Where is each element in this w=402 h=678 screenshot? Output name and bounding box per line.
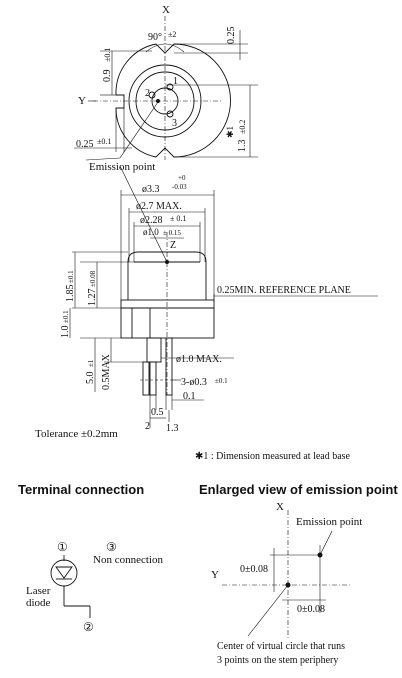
top-view-y-axis-label: Y <box>78 95 86 107</box>
dim-h127-tol: ±0.08 <box>89 270 97 287</box>
enlarged-emission-leader <box>319 530 333 556</box>
side-view: ø3.3 +0 -0.03 ø2.7 MAX. ø2.28 ± 0.1 ø1.0… <box>60 165 378 434</box>
dim-13-note: ✱1 <box>225 126 235 138</box>
dim-05-label: 0.5 <box>151 407 164 418</box>
cap-outline <box>127 251 207 300</box>
enlarged-y-label: Y <box>211 569 219 581</box>
dim-025-left-label: 0.25 <box>76 139 94 150</box>
terminal-connection: Terminal connection ① ② ③ Non connection… <box>18 482 163 634</box>
dim-h127-label: 1.27 <box>87 289 98 307</box>
terminal-3-label: ③ <box>106 540 117 554</box>
non-connection-label: Non connection <box>93 554 163 566</box>
terminal-1-label: ① <box>57 540 68 554</box>
pin-3-label: 3 <box>172 118 177 129</box>
dim-d27-label: ø2.7 MAX. <box>136 201 182 212</box>
cap-outer-circle <box>128 64 202 138</box>
dim-d33-label: ø3.3 <box>142 184 160 195</box>
footnote: ✱1 : Dimension measured at lead base <box>195 451 351 462</box>
dim-h185-tol: ±0.1 <box>67 270 75 283</box>
ref-plane-label: 0.25MIN. REFERENCE PLANE <box>217 285 351 296</box>
dim-d228-label: ø2.28 <box>140 215 163 226</box>
dim-d10-label: ø1.0 <box>143 227 159 237</box>
dim-13-side-label: 1.3 <box>166 423 179 434</box>
lead-2 <box>149 361 157 396</box>
dim-01-label: 0.1 <box>183 391 196 402</box>
stem-outline <box>115 43 231 158</box>
dim-h50-tol: ±1 <box>87 359 95 367</box>
terminal-title: Terminal connection <box>18 482 144 497</box>
dim-025-top-label: 0.25 <box>226 27 237 45</box>
dim-h10-tol: ±0.1 <box>62 310 70 323</box>
lead-1 <box>165 337 173 396</box>
enlarged-view: Enlarged view of emission point X Y 0±0.… <box>199 482 398 666</box>
emission-leader-foot <box>85 157 121 161</box>
emission-point-label: Emission point <box>89 161 155 173</box>
side-emission-leader <box>119 165 168 263</box>
angle-label: 90° <box>148 32 162 43</box>
pin-2-dot <box>148 91 156 99</box>
lead-base <box>146 337 162 363</box>
dim-d10-tol: ± 0.15 <box>163 229 181 237</box>
dim-025-left-tol: ±0.1 <box>97 137 111 146</box>
dim-h185-label: 1.85 <box>65 285 76 303</box>
dim-lead-pins-label: 3-ø0.3 <box>181 377 207 388</box>
diode-label: diode <box>26 597 51 609</box>
flange-top <box>120 299 215 309</box>
laser-label: Laser <box>26 585 51 597</box>
dim-lead-pins-tol: ±0.1 <box>215 377 228 385</box>
pin-2-label: 2 <box>145 88 150 99</box>
lead-3 <box>142 361 150 396</box>
enlarged-title: Enlarged view of emission point <box>199 482 398 497</box>
top-view: 1 2 3 X Y 90° ±2 0.25 0.9 ±0.1 ✱1 1.3 ±0… <box>74 4 258 173</box>
dim-d33-tol-top: +0 <box>178 174 186 182</box>
dim-h05max-label: 0.5MAX <box>101 353 112 390</box>
angle-arc <box>145 43 185 53</box>
dim-h10-label: 1.0 <box>60 326 71 339</box>
enlarged-dim-h: 0±0.08 <box>297 604 325 615</box>
pin-3-dot <box>166 110 174 118</box>
tolerance-note: Tolerance ±0.2mm <box>35 428 118 440</box>
dim-13-tol: ±0.2 <box>238 120 247 134</box>
dim-09-label: 0.9 <box>102 70 113 83</box>
dim-13-label: 1.3 <box>237 140 248 153</box>
top-view-x-axis-label: X <box>162 4 170 16</box>
laser-diode-triangle <box>55 566 73 579</box>
flange-body <box>120 307 215 339</box>
center-line-1: Center of virtual circle that runs <box>217 641 345 652</box>
pin-1-label: 1 <box>173 76 178 87</box>
emission-leader <box>119 101 159 159</box>
emission-dot <box>156 99 160 103</box>
window-circle <box>151 87 179 115</box>
cap-inner-circle <box>135 71 195 131</box>
dim-lead-d-label: ø1.0 MAX. <box>176 354 222 365</box>
terminal-2-label: ② <box>83 620 94 634</box>
center-line-2: 3 points on the stem periphery <box>217 655 338 666</box>
enlarged-dim-v: 0±0.08 <box>240 564 268 575</box>
dim-h50-label: 5.0 <box>85 372 96 385</box>
dim-09-tol: ±0.1 <box>103 48 112 62</box>
enlarged-center-leader <box>247 584 289 637</box>
dim-d33-tol-bot: -0.03 <box>172 183 187 191</box>
enlarged-x-label: X <box>276 501 284 513</box>
dim-d228-tol: ± 0.1 <box>170 214 186 223</box>
dim-2-label: 2 <box>145 421 150 432</box>
enlarged-emission-label: Emission point <box>296 516 362 528</box>
pin-1-dot <box>166 83 174 91</box>
z-axis-label: Z <box>170 240 176 251</box>
laser-diode-circle <box>50 559 78 587</box>
angle-tol: ±2 <box>168 30 176 39</box>
